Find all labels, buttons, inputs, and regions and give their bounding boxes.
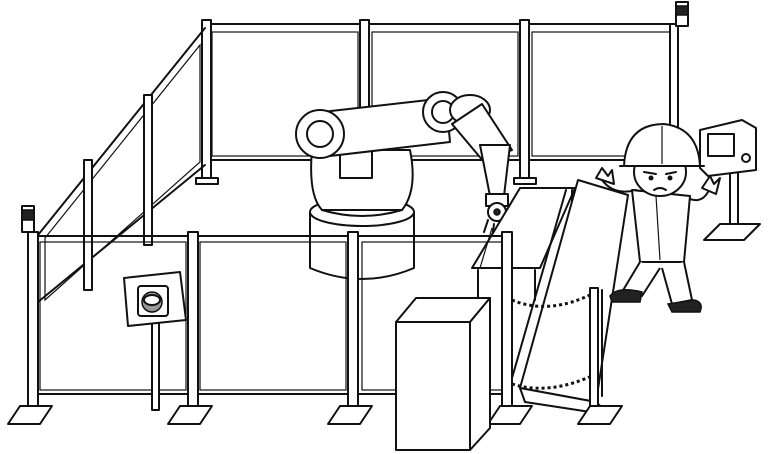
worker-with-helmet-icon (595, 123, 721, 313)
left-fence (37, 27, 206, 303)
emergency-stop-box-icon (123, 271, 187, 411)
control-cabinet (395, 297, 491, 451)
control-panel-icon (699, 119, 761, 241)
warning-light-icon (21, 1, 689, 233)
chain-barrier (511, 287, 599, 407)
industrial-robot-arm-icon (295, 91, 513, 280)
